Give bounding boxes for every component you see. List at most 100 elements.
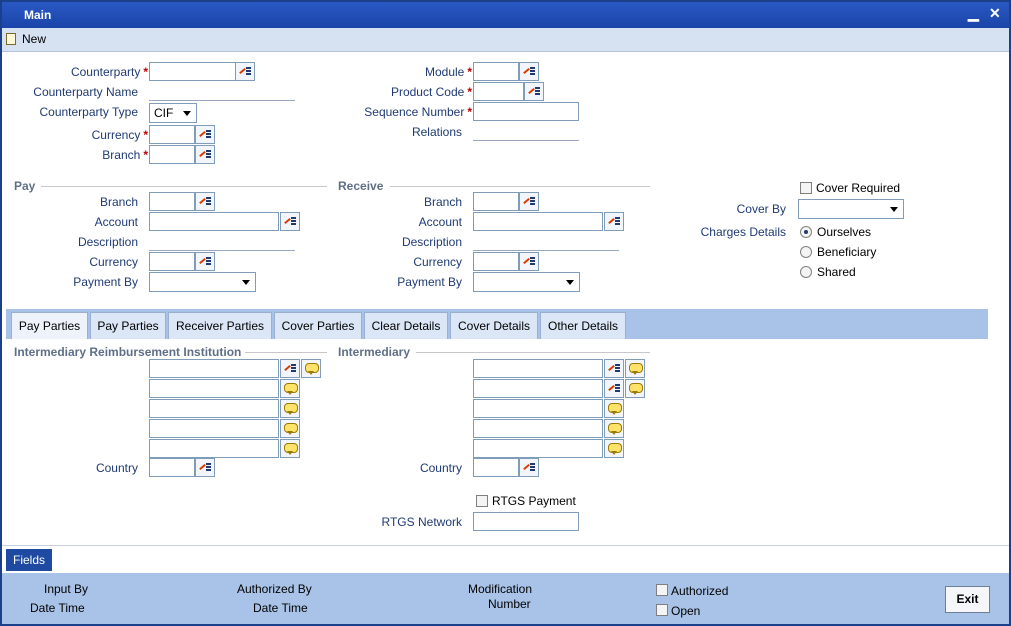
receive-currency-input[interactable] — [473, 252, 519, 271]
pay-currency-lov-icon[interactable] — [195, 252, 215, 271]
reimbursement-line-3-comment-icon[interactable] — [280, 399, 300, 418]
rtgs-network-input[interactable] — [473, 512, 579, 531]
reimbursement-line-5-comment-icon[interactable] — [280, 439, 300, 458]
intermediary-line-3-comment-icon[interactable] — [604, 399, 624, 418]
receive-description-label: Description — [401, 235, 462, 249]
pay-branch-input[interactable] — [149, 192, 195, 211]
fields-bar: Fields — [2, 545, 1009, 573]
counterparty-type-select[interactable]: CIF — [149, 103, 197, 123]
charges-beneficiary-radio[interactable] — [800, 246, 812, 258]
tab-pay-parties[interactable]: Pay Parties — [11, 312, 88, 339]
reimbursement-line-2-comment-icon[interactable] — [280, 379, 300, 398]
currency-input[interactable] — [149, 125, 195, 144]
authorized-checkbox[interactable] — [656, 584, 668, 596]
authorized-by-label: Authorized By — [237, 582, 312, 596]
rtgs-payment-checkbox[interactable] — [476, 495, 488, 507]
intermediary-reimbursement-title: Intermediary Reimbursement Institution — [14, 345, 242, 359]
intermediary-line-5-comment-icon[interactable] — [604, 439, 624, 458]
receive-currency-lov-icon[interactable] — [519, 252, 539, 271]
charges-beneficiary-label: Beneficiary — [817, 245, 877, 259]
module-lov-icon[interactable] — [519, 62, 539, 81]
tab-pay-parties-2[interactable]: Pay Parties — [90, 312, 166, 339]
pay-payment-by-label: Payment By — [73, 275, 138, 289]
pay-currency-input[interactable] — [149, 252, 195, 271]
tab-other-details[interactable]: Other Details — [540, 312, 626, 339]
chevron-down-icon — [890, 207, 898, 212]
open-checkbox[interactable] — [656, 604, 668, 616]
minimize-icon[interactable]: ▁ — [968, 5, 979, 21]
counterparty-lov-icon[interactable] — [235, 62, 255, 81]
reimbursement-line-4-input[interactable] — [149, 419, 279, 438]
close-icon[interactable]: ✕ — [989, 5, 1001, 21]
branch-input[interactable] — [149, 145, 195, 164]
receive-account-input[interactable] — [473, 212, 603, 231]
tab-clear-details[interactable]: Clear Details — [364, 312, 448, 339]
receive-payment-by-label: Payment By — [397, 275, 462, 289]
reimbursement-country-label: Country — [95, 461, 138, 475]
rtgs-network-label: RTGS Network — [381, 515, 462, 529]
receive-branch-input[interactable] — [473, 192, 519, 211]
intermediary-line-3-input[interactable] — [473, 399, 603, 418]
branch-label: Branch* — [102, 148, 148, 162]
charges-ourselves-radio[interactable] — [800, 226, 812, 238]
counterparty-type-value: CIF — [154, 106, 174, 120]
window-title: Main — [24, 8, 52, 22]
reimbursement-line-5-input[interactable] — [149, 439, 279, 458]
reimbursement-line-4-comment-icon[interactable] — [280, 419, 300, 438]
new-document-icon — [6, 32, 16, 45]
intermediary-lov-icon[interactable] — [604, 359, 624, 378]
receive-payment-by-select[interactable] — [473, 272, 580, 292]
cover-by-label: Cover By — [736, 202, 786, 216]
receive-branch-lov-icon[interactable] — [519, 192, 539, 211]
intermediary-line-4-input[interactable] — [473, 419, 603, 438]
tab-cover-parties[interactable]: Cover Parties — [274, 312, 362, 339]
intermediary-line-5-input[interactable] — [473, 439, 603, 458]
cover-required-checkbox[interactable] — [800, 182, 812, 194]
charges-shared-radio[interactable] — [800, 266, 812, 278]
receive-section-title: Receive — [338, 179, 384, 193]
fields-button[interactable]: Fields — [6, 549, 52, 571]
charges-ourselves-label: Ourselves — [817, 225, 872, 239]
counterparty-input[interactable] — [149, 62, 237, 81]
intermediary-line-2-lov-icon[interactable] — [604, 379, 624, 398]
module-input[interactable] — [473, 62, 519, 81]
pay-payment-by-select[interactable] — [149, 272, 256, 292]
product-code-lov-icon[interactable] — [524, 82, 544, 101]
intermediary-line-1-input[interactable] — [473, 359, 603, 378]
receive-account-label: Account — [418, 215, 462, 229]
receive-section-divider — [390, 186, 650, 187]
reimbursement-line-3-input[interactable] — [149, 399, 279, 418]
reimbursement-country-lov-icon[interactable] — [195, 458, 215, 477]
reimbursement-line-1-input[interactable] — [149, 359, 279, 378]
relations-label: Relations — [411, 125, 462, 139]
pay-account-lov-icon[interactable] — [280, 212, 300, 231]
pay-branch-lov-icon[interactable] — [195, 192, 215, 211]
cover-by-select[interactable] — [798, 199, 904, 219]
sequence-number-input[interactable] — [473, 102, 579, 121]
reimbursement-line-1-comment-icon[interactable] — [301, 359, 321, 378]
pay-account-input[interactable] — [149, 212, 279, 231]
intermediary-line-4-comment-icon[interactable] — [604, 419, 624, 438]
sequence-number-label: Sequence Number* — [364, 105, 472, 119]
intermediary-line-2-input[interactable] — [473, 379, 603, 398]
reimbursement-country-input[interactable] — [149, 458, 195, 477]
intermediary-line-2-comment-icon[interactable] — [625, 379, 645, 398]
product-code-input[interactable] — [473, 82, 524, 101]
tab-cover-details[interactable]: Cover Details — [450, 312, 538, 339]
counterparty-name-label: Counterparty Name — [33, 85, 138, 99]
new-button[interactable]: New — [6, 31, 46, 49]
reimbursement-line-2-input[interactable] — [149, 379, 279, 398]
receive-account-lov-icon[interactable] — [604, 212, 624, 231]
reimbursement-lov-icon[interactable] — [280, 359, 300, 378]
rtgs-payment-label: RTGS Payment — [492, 494, 576, 508]
intermediary-country-lov-icon[interactable] — [519, 458, 539, 477]
branch-lov-icon[interactable] — [195, 145, 215, 164]
tab-receiver-parties[interactable]: Receiver Parties — [168, 312, 272, 339]
pay-description-label: Description — [77, 235, 138, 249]
pay-branch-label: Branch — [99, 195, 138, 209]
intermediary-line-1-comment-icon[interactable] — [625, 359, 645, 378]
intermediary-country-input[interactable] — [473, 458, 519, 477]
modification-number-label: Number — [488, 597, 531, 611]
exit-button[interactable]: Exit — [945, 586, 990, 613]
currency-lov-icon[interactable] — [195, 125, 215, 144]
